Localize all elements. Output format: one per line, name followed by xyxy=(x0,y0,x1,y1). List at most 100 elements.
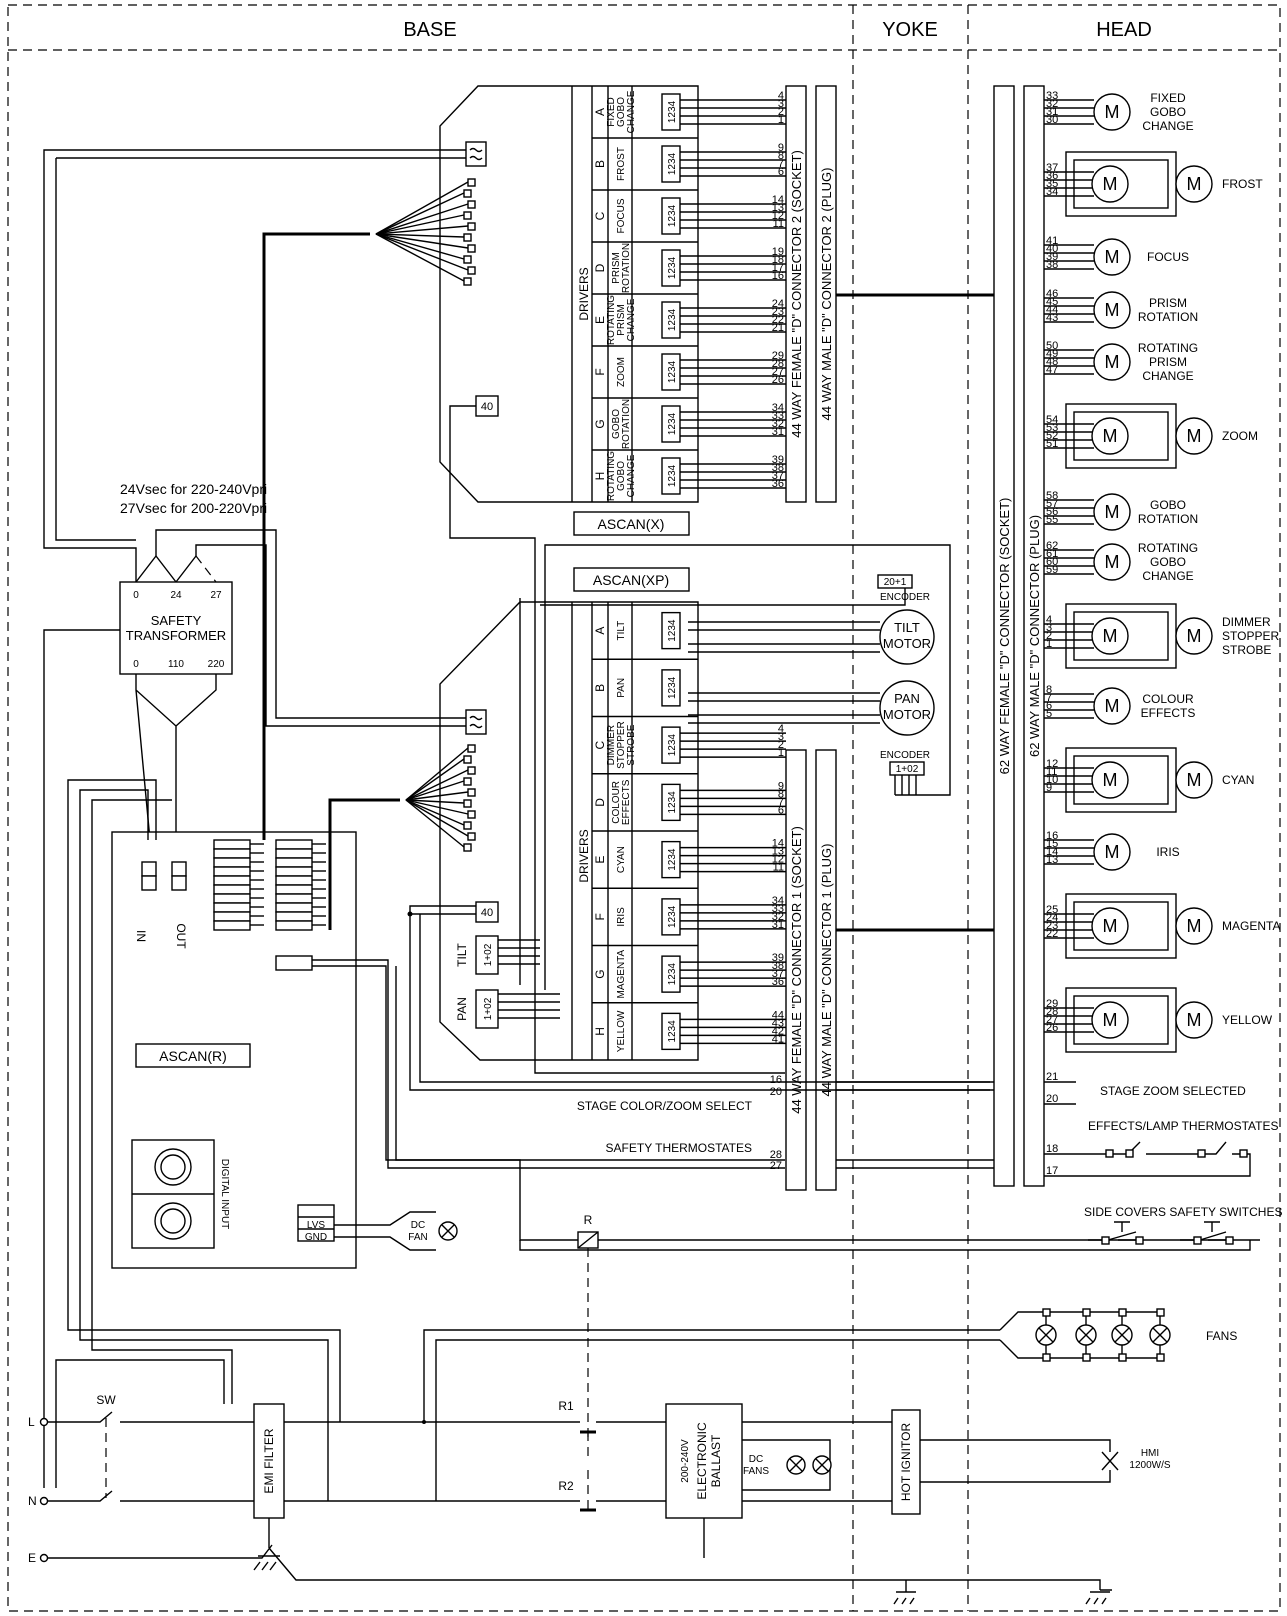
svg-text:IN: IN xyxy=(134,930,148,942)
svg-text:220: 220 xyxy=(208,659,225,670)
connector-pin-number: 3 xyxy=(778,98,784,110)
svg-text:PAN: PAN xyxy=(455,997,469,1021)
driver-name: DIMMER xyxy=(606,725,617,766)
svg-text:A: A xyxy=(593,627,607,635)
head-connector-socket: 62 WAY FEMALE "D" CONNECTOR (SOCKET) xyxy=(993,85,1015,1187)
svg-text:M: M xyxy=(1105,247,1120,267)
svg-text:PRISM: PRISM xyxy=(616,304,627,336)
svg-text:30: 30 xyxy=(1046,114,1058,126)
connector-pin-number: 9 xyxy=(778,780,784,792)
tilt-motor: TILT MOTOR xyxy=(879,609,935,665)
hmi-lamp: HMI 1200W/S xyxy=(1101,1448,1171,1471)
svg-text:4: 4 xyxy=(1046,614,1052,626)
svg-text:3: 3 xyxy=(1046,622,1052,634)
driver-pin-numbers: 1234 xyxy=(667,152,678,175)
encoder-bottom: ENCODER 1+02 xyxy=(544,544,951,990)
connector-pin-number: 32 xyxy=(772,418,784,430)
svg-text:PRISM: PRISM xyxy=(1149,296,1187,310)
connector-pin-number: 18 xyxy=(772,254,784,266)
svg-text:1200W/S: 1200W/S xyxy=(1129,1460,1170,1471)
svg-text:ZOOM: ZOOM xyxy=(1222,429,1258,443)
svg-text:H: H xyxy=(593,1027,607,1036)
electronic-ballast: 200-240V ELECTRONIC BALLAST xyxy=(665,1403,892,1558)
svg-text:ROTATING: ROTATING xyxy=(1138,541,1198,555)
head-signals: 21 20 18 17 STAGE ZOOM SELECTED EFFECTS/… xyxy=(1044,1071,1278,1177)
fans: FANS xyxy=(999,1311,1237,1359)
driver-pin-block xyxy=(661,301,681,339)
connector-pin-number: 17 xyxy=(772,262,784,274)
driver-pin-numbers: 1234 xyxy=(667,619,678,642)
svg-text:TILT: TILT xyxy=(455,942,469,966)
connector-pin-number: 34 xyxy=(772,895,784,907)
svg-text:6: 6 xyxy=(1046,700,1052,712)
driver-letter: F xyxy=(593,913,607,920)
svg-text:16: 16 xyxy=(770,1074,782,1086)
svg-text:1+02: 1+02 xyxy=(483,997,494,1020)
connector-pin-number: 31 xyxy=(772,426,784,438)
svg-text:ROTATION: ROTATION xyxy=(1138,310,1198,324)
svg-text:40: 40 xyxy=(1046,243,1058,255)
driver-pin-block xyxy=(661,197,681,235)
svg-text:GOBO: GOBO xyxy=(1150,105,1186,119)
svg-text:M: M xyxy=(1105,300,1120,320)
emi-filter: EMI FILTER xyxy=(253,1403,340,1571)
svg-text:IRIS: IRIS xyxy=(616,907,627,927)
connector-pin-number: 31 xyxy=(772,919,784,931)
svg-text:27: 27 xyxy=(770,1160,782,1172)
svg-text:FIXED: FIXED xyxy=(1150,91,1186,105)
yoke-motor-wires xyxy=(688,621,880,724)
svg-text:1234: 1234 xyxy=(667,464,678,487)
svg-text:GOBO: GOBO xyxy=(616,461,627,491)
svg-text:46: 46 xyxy=(1046,288,1058,300)
driver-name: FROST xyxy=(616,147,627,181)
svg-text:1234: 1234 xyxy=(667,412,678,435)
svg-text:31: 31 xyxy=(1046,106,1058,118)
svg-text:DRIVERS: DRIVERS xyxy=(577,267,591,320)
fanout-connectors xyxy=(375,178,476,852)
svg-text:1234: 1234 xyxy=(667,734,678,757)
connector-1-plug: 44 WAY MALE "D" CONNECTOR 1 (PLUG) xyxy=(815,749,837,1191)
svg-text:ASCAN(X): ASCAN(X) xyxy=(598,516,665,532)
svg-text:N: N xyxy=(28,1494,37,1508)
driver-name: IRIS xyxy=(616,907,627,927)
svg-text:23: 23 xyxy=(1046,920,1058,932)
connector-pin-number: 4 xyxy=(778,90,784,102)
connector-pin-number: 11 xyxy=(773,862,784,874)
connector-pin-number: 13 xyxy=(772,202,784,214)
connector-pin-number: 33 xyxy=(772,410,784,422)
head-connector-plug: 62 WAY MALE "D" CONNECTOR (PLUG) xyxy=(1023,85,1045,1187)
svg-text:15: 15 xyxy=(1046,838,1058,850)
svg-text:BALLAST: BALLAST xyxy=(709,1434,723,1487)
connector-pin-number: 44 xyxy=(772,1009,784,1021)
svg-text:60: 60 xyxy=(1046,556,1058,568)
svg-text:1234: 1234 xyxy=(667,619,678,642)
svg-text:35: 35 xyxy=(1046,178,1058,190)
svg-text:R: R xyxy=(584,1213,593,1227)
driver-letter: A xyxy=(593,108,607,116)
svg-text:FROST: FROST xyxy=(616,147,627,181)
svg-text:29: 29 xyxy=(1046,998,1058,1010)
svg-text:36: 36 xyxy=(1046,170,1058,182)
driver-pin-block xyxy=(661,249,681,287)
svg-text:14: 14 xyxy=(1046,846,1058,858)
svg-text:24Vsec for 220-240Vpri: 24Vsec for 220-240Vpri xyxy=(120,481,267,497)
svg-text:H: H xyxy=(593,472,607,481)
driver-name: FOCUS xyxy=(616,198,627,233)
svg-text:STROBE: STROBE xyxy=(626,724,637,765)
svg-text:STAGE ZOOM SELECTED: STAGE ZOOM SELECTED xyxy=(1100,1084,1246,1098)
dc-fan: DC FAN xyxy=(408,1220,458,1243)
svg-text:1234: 1234 xyxy=(667,905,678,928)
transformer-note: 24Vsec for 220-240Vpri 27Vsec for 200-22… xyxy=(120,481,267,516)
svg-text:R2: R2 xyxy=(558,1479,574,1493)
svg-text:GOBO: GOBO xyxy=(616,97,627,127)
driver-name: MAGENTA xyxy=(616,949,627,998)
driver-pin-block xyxy=(661,145,681,183)
svg-text:STAGE COLOR/ZOOM SELECT: STAGE COLOR/ZOOM SELECT xyxy=(577,1099,753,1113)
connector-pin-number: 2 xyxy=(778,106,784,118)
connector-pin-number: 43 xyxy=(772,1017,784,1029)
driver-pin-numbers: 1234 xyxy=(667,676,678,699)
svg-text:FANS: FANS xyxy=(1206,1329,1237,1343)
driver-pin-numbers: 1234 xyxy=(667,963,678,986)
